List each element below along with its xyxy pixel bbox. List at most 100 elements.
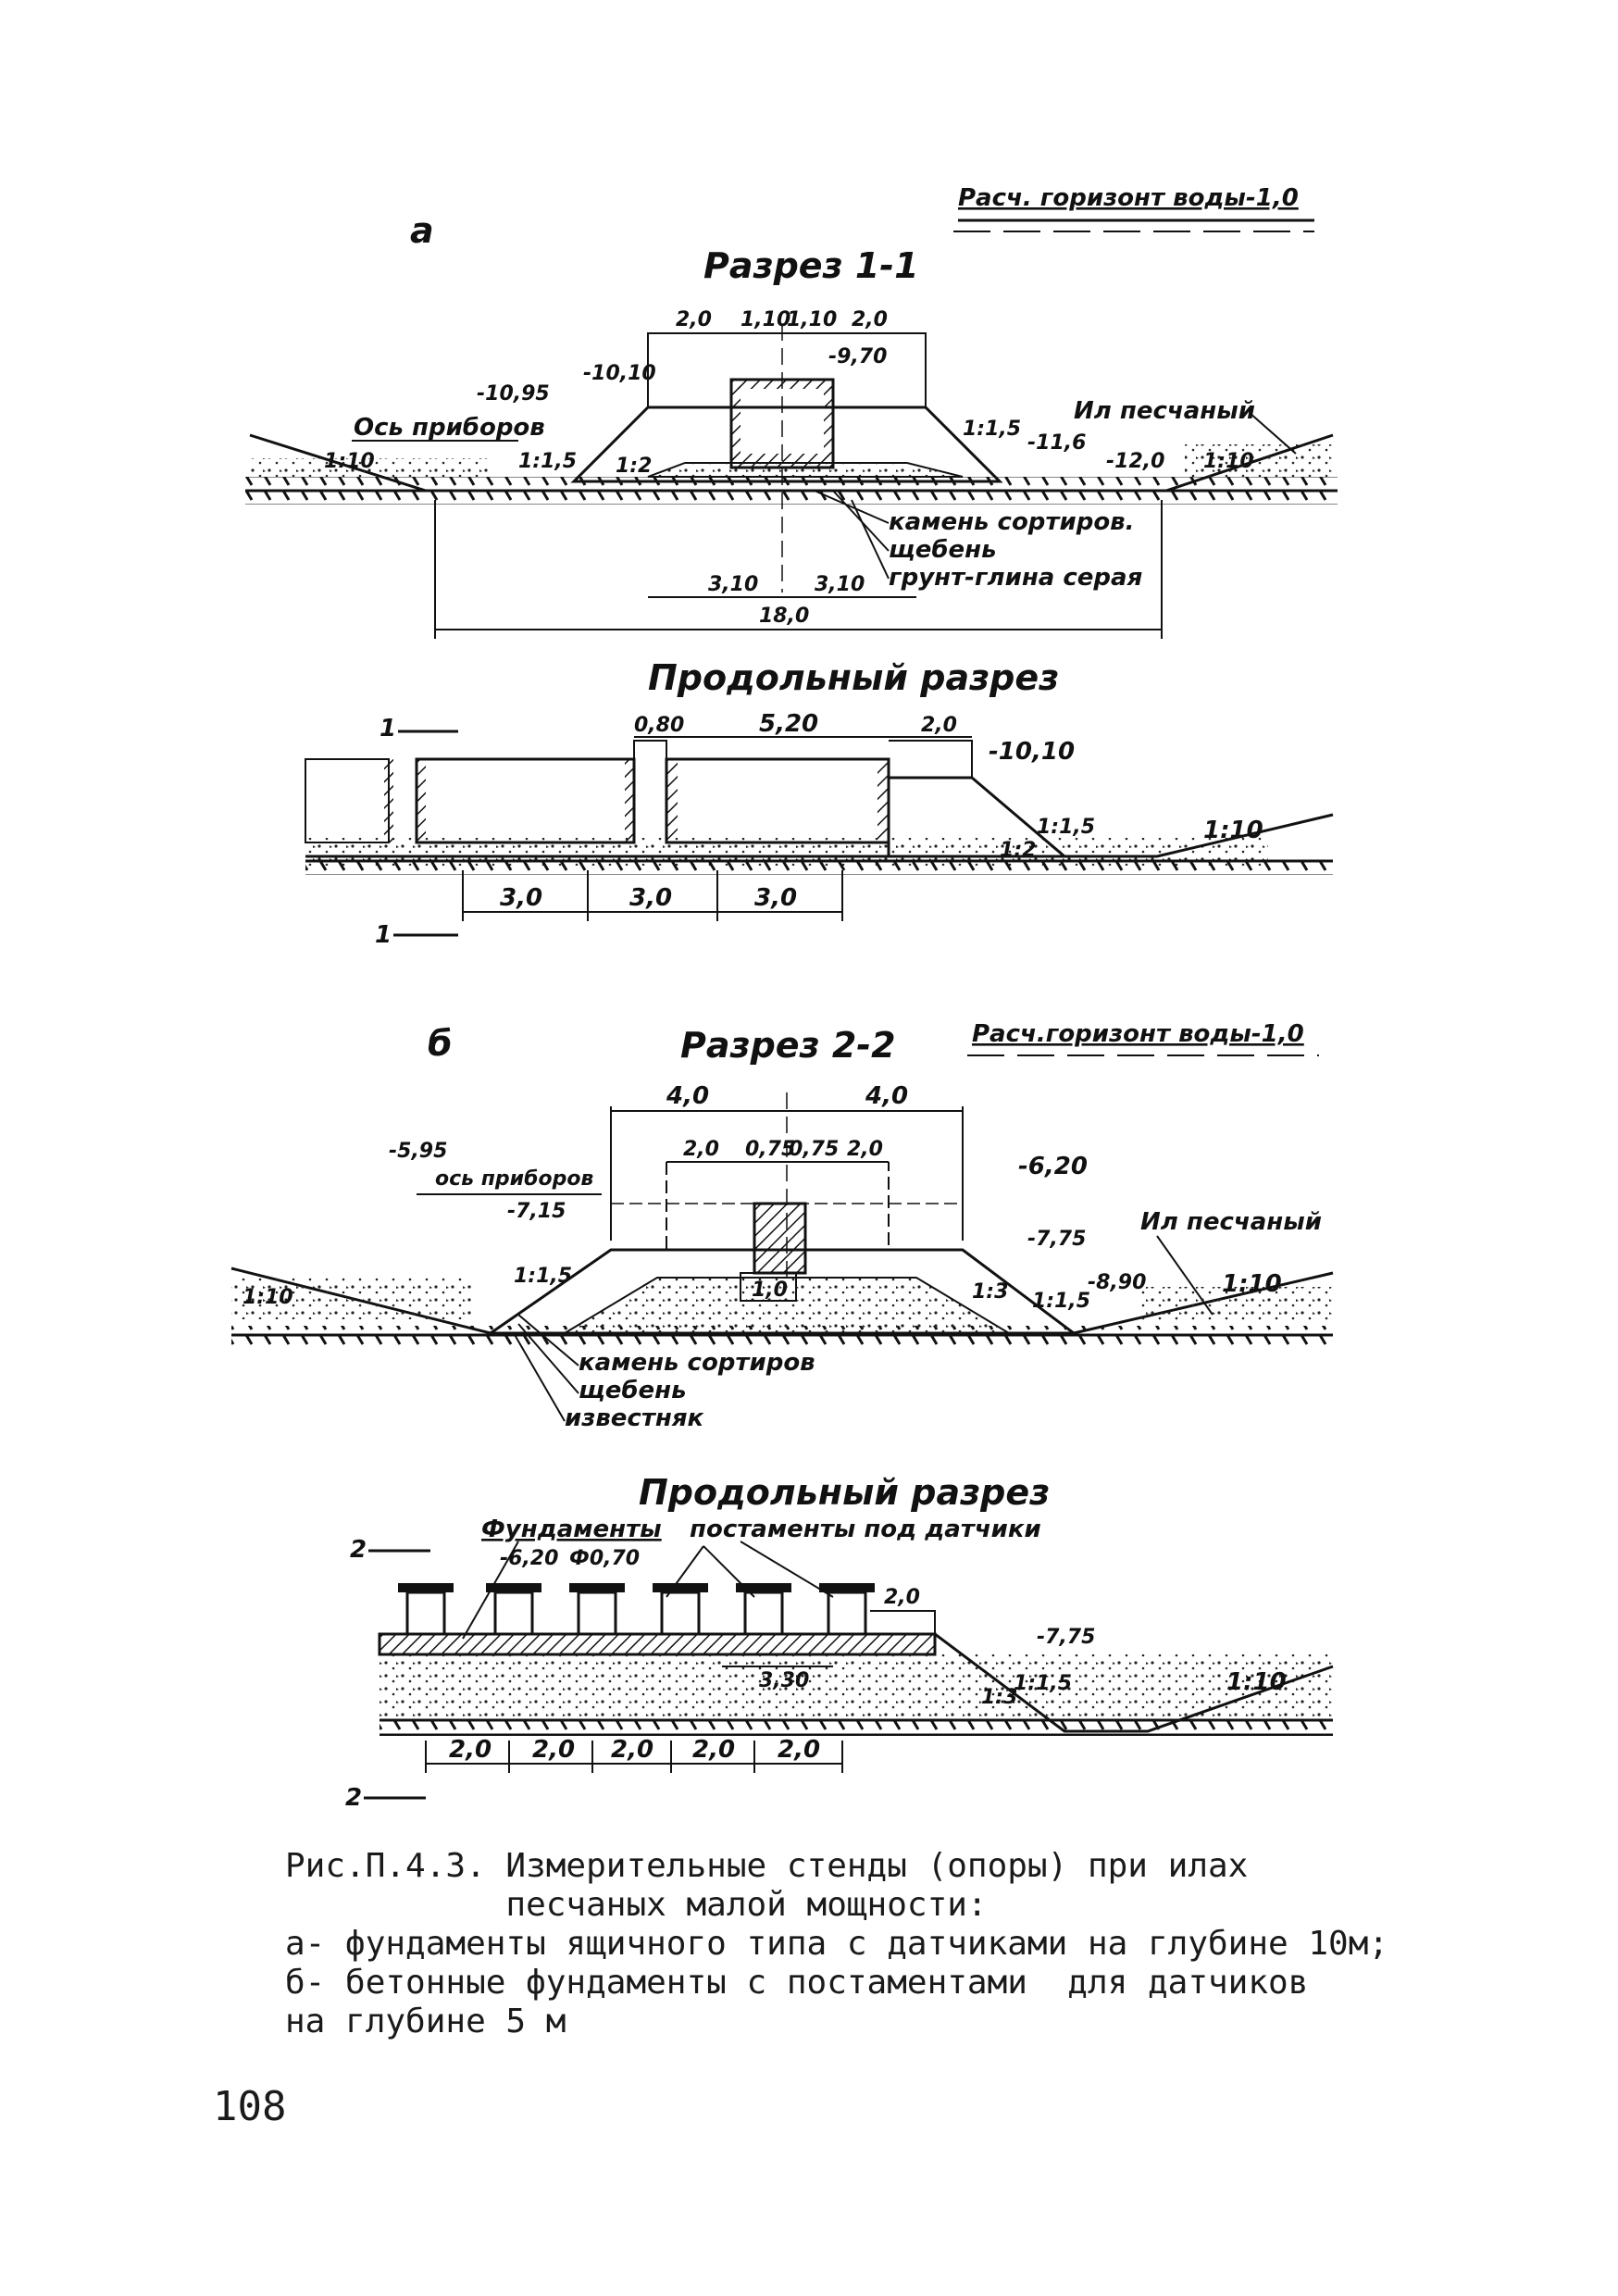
dim-long-a-1: 3,0: [500, 884, 542, 912]
dim-long-b-4: 2,0: [692, 1736, 735, 1764]
layer-gravel-1-1: щебень: [889, 536, 997, 564]
slope-side-2: 1:2: [616, 455, 652, 478]
caption-line-2: песчаных малой мощности:: [285, 1886, 988, 1924]
figure-caption: Рис.П.4.3. Измерительные стенды (опоры) …: [285, 1847, 1488, 2041]
elev-left-1: -10,95: [477, 382, 550, 406]
slope-side-b: 1:1,5: [514, 1265, 572, 1288]
dim-top-b-2: 4,0: [865, 1082, 908, 1110]
slope-long-b-3: 1:10: [1226, 1668, 1287, 1696]
box-long-2: [665, 757, 890, 844]
center-dim-b: 1,0: [752, 1279, 788, 1302]
slope-side-1: 1:1,5: [518, 450, 577, 473]
axis-label-2-2: ось приборов: [435, 1167, 593, 1191]
slope-right-b-1: 1:3: [972, 1280, 1008, 1304]
panel-a-letter: а: [410, 210, 434, 251]
caption-line-5: на глубине 5 м: [285, 2003, 566, 2040]
dim-top-1: 2,0: [676, 308, 712, 331]
elev-long-a: -10,10: [989, 738, 1075, 766]
dim-long-b-2: 2,0: [532, 1736, 575, 1764]
layer-clay-1-1: грунт-глина серая: [889, 564, 1142, 592]
slope-right-2: 1:10: [1203, 450, 1254, 473]
silt-label-1-1: Ил песчаный: [1074, 397, 1255, 425]
elev-right-b-1: -6,20: [1018, 1153, 1088, 1180]
silt-right-1-1: [1185, 444, 1333, 477]
dim-inner-4: 2,0: [847, 1138, 883, 1161]
slope-right-1: 1:1,5: [963, 418, 1021, 441]
ground-hatch-long-a: [305, 856, 1333, 875]
dim-long-b-3: 2,0: [611, 1736, 653, 1764]
dim-080: 0,80: [634, 714, 684, 737]
limestone-long-b: [380, 1654, 1333, 1724]
axis-label-1-1: Ось приборов: [354, 414, 545, 442]
layer-stone-2-2: камень сортиров: [579, 1349, 815, 1377]
dim-top-b-1: 4,0: [666, 1082, 709, 1110]
elev-right-2: -12,0: [1106, 450, 1164, 473]
dim-20-long-b: 2,0: [884, 1586, 920, 1609]
box-long-1: [415, 757, 636, 844]
dim-total-1-1: 18,0: [759, 605, 809, 628]
elev-right-b-3: -8,90: [1088, 1271, 1146, 1294]
panel-a-water-note: Расч. горизонт воды-1,0: [958, 184, 1299, 212]
elev-right-top: -9,70: [828, 345, 887, 368]
ground-hatch-long-b: [380, 1717, 1333, 1736]
dim-inner-2: 0,75: [745, 1138, 795, 1161]
dim-top-3: 1,10: [787, 308, 837, 331]
cut-mark-top-2: 2: [350, 1536, 367, 1564]
cut-mark-bottom-1: 1: [375, 921, 392, 949]
dim-long-b-5: 2,0: [778, 1736, 820, 1764]
panel-a: а Расч. горизонт воды-1,0 Разрез 1-1 2,0…: [245, 184, 1338, 639]
dim-bottom-1: 3,10: [708, 573, 758, 596]
slope-right-b-2: 1:1,5: [1032, 1290, 1090, 1313]
dim-long-a-3: 3,0: [754, 884, 797, 912]
layer-limestone-2-2: известняк: [565, 1404, 705, 1432]
dim-520: 5,20: [759, 710, 818, 738]
slope-long-a-3: 1:10: [1203, 817, 1263, 844]
panel-b: б Разрез 2-2 Расч.горизонт воды-1,0 4,0 …: [230, 1020, 1334, 1432]
dim-inner-1: 2,0: [683, 1138, 719, 1161]
cut-mark-top-1: 1: [380, 715, 396, 742]
caption-line-3: а- фундаменты ящичного типа с датчиками …: [285, 1925, 1389, 1963]
label-foundations: Фундаменты: [481, 1516, 662, 1543]
concrete-foundation-b: [753, 1202, 807, 1275]
label-pedestals: постаменты под датчики: [690, 1516, 1041, 1543]
panel-b-letter: б: [428, 1023, 453, 1064]
slope-long-b-1: 1:3: [981, 1686, 1017, 1709]
ground-hatch-2-2: [231, 1326, 1333, 1346]
page-number: 108: [213, 2083, 287, 2130]
section-1-1-title: Разрез 1-1: [703, 245, 919, 286]
dim-inner-3: 0,75: [789, 1138, 839, 1161]
dim-long-b-1: 2,0: [449, 1736, 492, 1764]
cut-mark-bottom-2: 2: [345, 1784, 362, 1812]
dim-330: 3,30: [759, 1669, 809, 1692]
elev-right-1: -11,6: [1027, 431, 1086, 455]
long-a-title: Продольный разрез: [648, 657, 1059, 698]
silt-left-1-1: [250, 458, 491, 481]
silt-label-2-2: Ил песчаный: [1140, 1208, 1322, 1236]
dim-bottom-2: 3,10: [815, 573, 865, 596]
section-2-2-title: Разрез 2-2: [680, 1025, 896, 1066]
layer-gravel-2-2: щебень: [579, 1377, 687, 1404]
elev-long-b-2: -7,75: [1037, 1626, 1095, 1649]
panel-a-longitudinal: Продольный разрез 1 1 0,80 5,20 2,0 -10,…: [305, 657, 1334, 949]
elev-left-b: -7,15: [507, 1200, 566, 1223]
concrete-slab-long-b: [378, 1632, 937, 1656]
slope-long-a-2: 1:2: [1000, 839, 1036, 862]
panel-b-longitudinal: Продольный разрез 2 2 Фундаменты постаме…: [345, 1472, 1334, 1812]
layer-stone-1-1: камень сортиров.: [889, 508, 1135, 536]
slope-left-b: 1:10: [243, 1286, 293, 1309]
dim-top-2: 1,10: [741, 308, 790, 331]
elev-left-2: -10,10: [583, 362, 656, 385]
caption-line-1: Рис.П.4.3. Измерительные стенды (опоры) …: [285, 1847, 1249, 1885]
slope-left-1-1: 1:10: [324, 450, 375, 473]
diam-long-b: Ф0,70: [569, 1547, 640, 1570]
slope-long-b-2: 1:1,5: [1014, 1672, 1072, 1695]
dim-20-long-a: 2,0: [921, 714, 957, 737]
panel-b-water-note: Расч.горизонт воды-1,0: [972, 1020, 1304, 1048]
dim-top-4: 2,0: [852, 308, 888, 331]
elev-axis-b: -5,95: [389, 1140, 447, 1163]
long-b-title: Продольный разрез: [639, 1472, 1050, 1513]
slope-right-b-3: 1:10: [1222, 1270, 1282, 1298]
elev-right-b-2: -7,75: [1027, 1228, 1086, 1251]
dim-long-a-2: 3,0: [629, 884, 672, 912]
